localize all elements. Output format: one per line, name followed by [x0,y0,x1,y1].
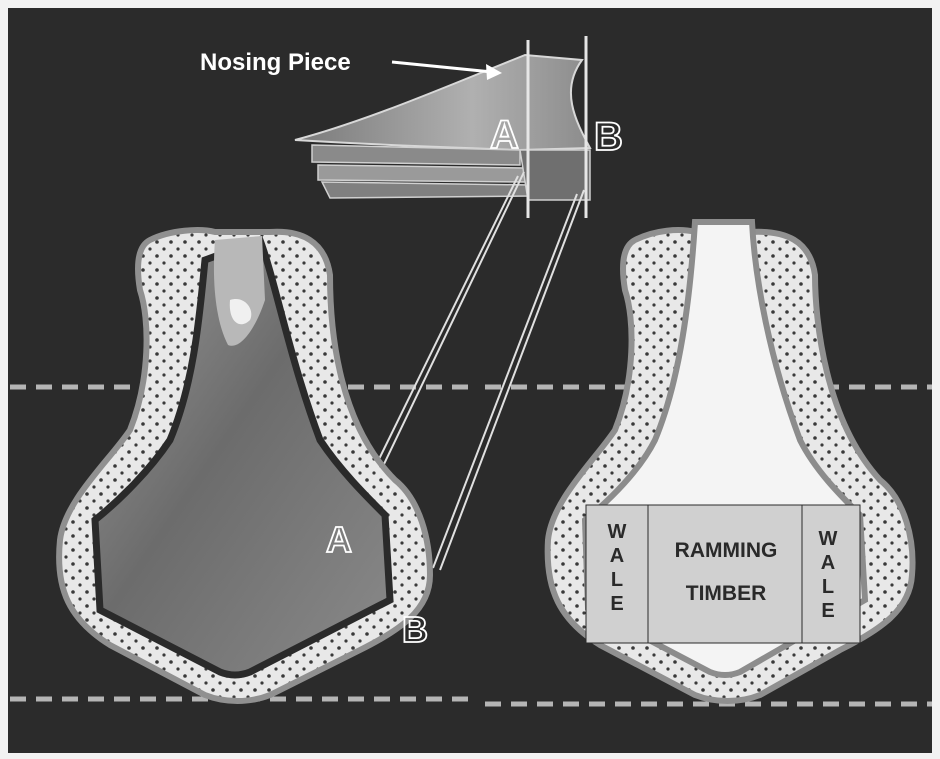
left-wale-letter-e: E [610,593,623,615]
right-wale-letter-l: L [822,576,834,598]
left-wale-letter-l: L [611,569,623,591]
section-a-label-top: A [490,113,519,157]
section-b-label-top: B [594,115,623,159]
left-wale-letter-a: A [610,545,624,567]
left-wale-letter-w: W [608,521,627,543]
nosing-root [520,150,590,200]
right-wale-letter-a: A [821,552,835,574]
right-wale-letter-w: W [819,528,838,550]
timber-label: TIMBER [686,582,767,605]
nosing-fin-3 [322,182,530,198]
section-b-label-bottom: B [402,609,428,650]
right-wale-letter-e: E [821,600,834,622]
nosing-fin-2 [318,165,525,182]
ramming-label: RAMMING [675,539,778,562]
right-wale-box [802,505,860,643]
nosing-piece-label: Nosing Piece [200,49,351,76]
ramming-timber-box [648,505,802,643]
section-a-label-bottom: A [326,519,352,560]
